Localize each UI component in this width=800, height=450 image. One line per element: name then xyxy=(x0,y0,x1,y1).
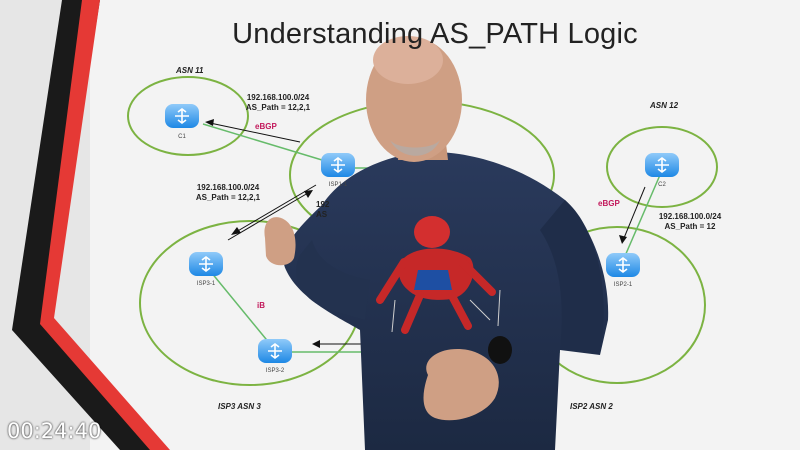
top-route-prefix: 192.168.100.0/24 xyxy=(246,93,310,102)
watch xyxy=(488,336,512,364)
right-route-prefix: 192.168.100.0/24 xyxy=(658,212,722,221)
partial-route-label: 192 AS xyxy=(316,200,329,220)
left-route-label: 192.168.100.0/24 AS_Path = 12,2,1 xyxy=(183,183,273,203)
router-isp1-label: ISP1-1 xyxy=(328,182,348,188)
presenter xyxy=(264,36,609,450)
router-isp31-icon xyxy=(189,252,223,276)
router-c2-label: C2 xyxy=(658,182,666,188)
right-route-path: AS_Path = 12 xyxy=(664,222,716,231)
ebgp-right-label: eBGP xyxy=(598,199,620,208)
red-stripe xyxy=(40,0,170,450)
ebgp-left-label: eBGP xyxy=(255,122,277,131)
asn11-label: ASN 11 xyxy=(176,66,204,75)
shirt xyxy=(283,152,609,450)
video-timestamp: 00:24:40 xyxy=(7,419,102,443)
arrow-to-isp31 xyxy=(231,227,241,235)
right-hand xyxy=(423,349,499,421)
router-isp31-label: ISP3-1 xyxy=(196,281,216,287)
arrow-to-isp21 xyxy=(619,235,627,244)
top-route-path: AS_Path = 12,2,1 xyxy=(245,103,311,112)
router-isp32-label: ISP3-2 xyxy=(265,368,285,374)
router-isp1-icon xyxy=(321,153,355,177)
link-c1-isp1 xyxy=(202,123,323,161)
asn11-ring xyxy=(127,76,249,156)
router-c1-icon xyxy=(165,104,199,128)
isp2-label: ISP2 ASN 2 xyxy=(570,402,613,411)
link-c2-isp2 xyxy=(624,174,661,257)
isp3-label: ISP3 ASN 3 xyxy=(218,402,261,411)
router-isp21-label: ISP2-1 xyxy=(613,282,633,288)
arrow-to-c1 xyxy=(205,119,214,126)
top-route-label: 192.168.100.0/24 AS_Path = 12,2,1 xyxy=(233,93,323,113)
left-route-path: AS_Path = 12,2,1 xyxy=(195,193,261,202)
right-route-label: 192.168.100.0/24 AS_Path = 12 xyxy=(645,212,735,232)
spider-man-graphic xyxy=(376,216,501,334)
asn12-ring xyxy=(606,126,718,208)
arrow-to-isp32 xyxy=(312,340,320,348)
black-stripe xyxy=(12,0,165,450)
router-isp32-icon xyxy=(258,339,292,363)
slide-title: Understanding AS_PATH Logic xyxy=(232,18,638,50)
link-isp31-isp32 xyxy=(205,265,276,351)
router-c1-label: C1 xyxy=(178,134,186,140)
asn12-label: ASN 12 xyxy=(650,101,679,110)
left-route-prefix: 192.168.100.0/24 xyxy=(196,183,260,192)
router-c2-icon xyxy=(645,153,679,177)
left-hand xyxy=(264,217,296,266)
ibgp-label: iB xyxy=(257,301,265,310)
arrow-to-isp1 xyxy=(304,190,313,198)
partial-route-path: AS xyxy=(316,210,328,219)
router-isp21-icon xyxy=(606,253,640,277)
partial-route-prefix: 192 xyxy=(316,200,330,209)
